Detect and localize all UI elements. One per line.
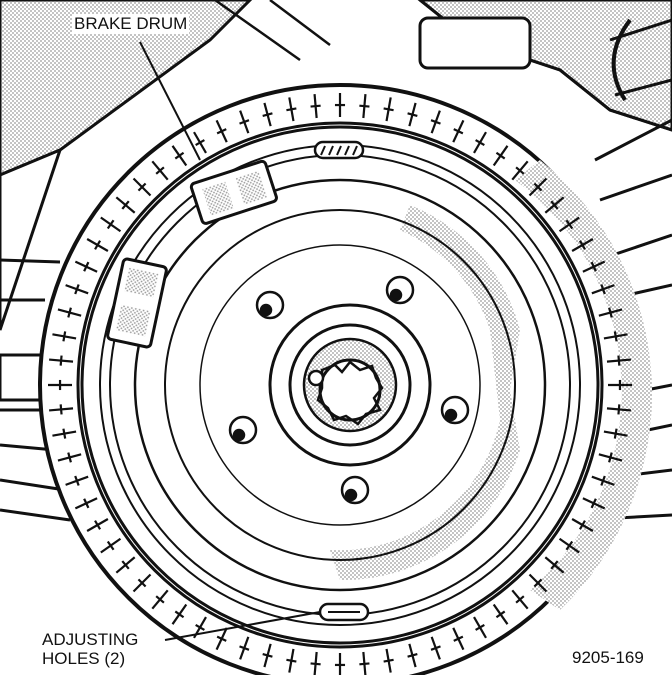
tread-crossbar — [617, 404, 621, 415]
tread-crossbar — [359, 662, 370, 666]
tread-crossbar — [216, 635, 227, 642]
tread-crossbar — [407, 112, 418, 117]
tread-crossbar — [565, 219, 574, 230]
wheel-clips — [106, 159, 278, 349]
tread-crossbar — [515, 595, 525, 604]
tread-crossbar — [174, 151, 185, 160]
tread-crossbar — [495, 610, 506, 619]
tread-crossbar — [239, 119, 250, 125]
tread-crossbar — [453, 128, 464, 135]
tread-crossbar — [613, 331, 618, 342]
tread-crossbar — [106, 219, 115, 230]
adjusting-hole-top — [313, 140, 365, 160]
adjusting-holes-label-line2: HOLES (2) — [42, 649, 126, 668]
lug-nut-upper-right — [385, 275, 415, 305]
tread-crossbar — [383, 658, 394, 663]
tread-crossbar — [216, 128, 227, 135]
tread-crossbar — [195, 623, 205, 631]
tread-crossbar — [94, 240, 102, 250]
tread-crossbar — [613, 428, 618, 439]
tread-crossbar — [67, 307, 72, 318]
lug-nuts — [228, 275, 470, 505]
chassis-background — [0, 0, 672, 522]
tread-crossbar — [515, 166, 525, 175]
lug-nut-right — [440, 395, 470, 425]
tread-crossbar — [262, 653, 273, 658]
tread-crossbar — [59, 355, 63, 366]
leader-adjusting-holes — [164, 611, 321, 641]
tread-crossbar — [74, 475, 80, 486]
tread-crossbar — [617, 355, 621, 366]
tread-crossbar — [407, 653, 418, 658]
tread-crossbar — [550, 560, 559, 570]
tread-crossbar — [533, 182, 543, 192]
tread-crossbar — [121, 200, 130, 210]
tread-crossbar — [62, 428, 67, 439]
tread-crossbar — [94, 520, 102, 530]
figure-number: 9205-169 — [572, 648, 644, 667]
tread-crossbar — [475, 623, 485, 631]
tread-crossbar — [262, 112, 273, 117]
tread-crossbar — [137, 182, 147, 192]
drum-face — [80, 125, 600, 645]
tread-crossbar — [59, 404, 63, 415]
tread-crossbar — [600, 475, 606, 486]
tread-crossbar — [121, 560, 130, 570]
tread-crossbar — [83, 261, 90, 272]
lug-nut-upper-left — [255, 290, 285, 320]
tread-crossbar — [578, 240, 586, 250]
tread-crossbar — [359, 104, 370, 108]
tread-crossbar — [578, 520, 586, 530]
tread-crossbar — [62, 331, 67, 342]
adjusting-holes-label: ADJUSTING HOLES (2) — [40, 630, 140, 668]
tread-crossbar — [155, 166, 165, 175]
tread-crossbar — [533, 578, 543, 588]
tread-crossbar — [475, 139, 485, 147]
leader-lines — [139, 41, 321, 641]
adjusting-holes — [313, 140, 370, 622]
tread-crossbar — [286, 107, 297, 112]
tread-crossbar — [608, 307, 613, 318]
tread-crossbar — [430, 645, 441, 651]
lug-nut-bottom — [340, 475, 370, 505]
lug-nut-left — [228, 415, 258, 445]
tread-crossbar — [608, 452, 613, 463]
tread-crossbar — [174, 610, 185, 619]
adjusting-holes-label-line1: ADJUSTING — [42, 630, 139, 649]
tread-crossbar — [74, 284, 80, 295]
tread-crossbar — [310, 662, 321, 666]
tread-crossbar — [286, 658, 297, 663]
tread-crossbar — [565, 540, 574, 551]
adjusting-hole-bottom — [318, 602, 370, 622]
tread-crossbar — [600, 284, 606, 295]
tread-crossbar — [495, 151, 506, 160]
brake-drum-label: BRAKE DRUM — [72, 14, 190, 34]
tread-crossbar — [590, 261, 597, 272]
tread-crossbar — [550, 200, 559, 210]
tread-crossbar — [155, 595, 165, 604]
tread-crossbar — [137, 578, 147, 588]
leader-brake-drum — [139, 41, 201, 161]
tread-crossbar — [590, 498, 597, 509]
tread-crossbar — [383, 107, 394, 112]
tread-crossbar — [430, 119, 441, 125]
tread-crossbar — [195, 139, 205, 147]
tread-crossbar — [310, 104, 321, 108]
tread-crossbar — [83, 498, 90, 509]
tread-crossbar — [453, 635, 464, 642]
tread-crossbar — [106, 540, 115, 551]
tread-crossbar — [67, 452, 72, 463]
tread-crossbar — [239, 645, 250, 651]
